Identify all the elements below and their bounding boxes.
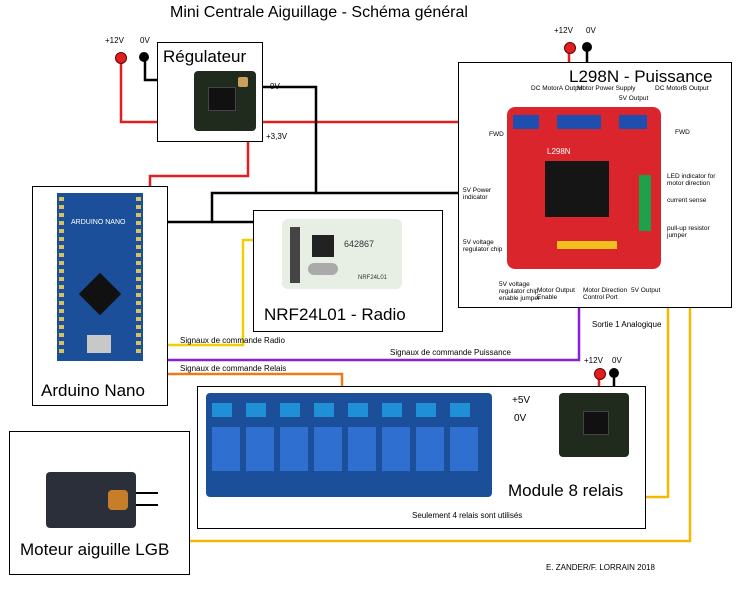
l298n-terminal-12v <box>564 42 576 54</box>
anno-motor-direction: Motor Direction Control Port <box>583 287 628 301</box>
relay-12v-label: +12V <box>584 356 603 365</box>
regulator-label: Régulateur <box>163 47 247 66</box>
l298n-0v-label: 0V <box>586 26 596 35</box>
l298n-terminal-a <box>513 115 539 129</box>
signal-relay-label: Signaux de commande Relais <box>180 364 287 373</box>
regulator-chip <box>208 87 236 111</box>
motor-box: Moteur aiguille LGB <box>9 431 190 575</box>
relay-regulator-chip <box>583 411 609 435</box>
wire-33v-regulator-to-nano <box>148 130 250 188</box>
anno-pullup: pull-up resistor jumper <box>667 225 710 239</box>
anno-reg-enable: 5V voltage regulator chip enable jumper <box>499 281 541 302</box>
anno-current-sense: current sense <box>667 197 707 204</box>
nrf-board-text: NRF24L01 <box>358 275 388 281</box>
wire-0v-to-nano <box>168 191 316 224</box>
motor-contacts <box>108 490 128 510</box>
regulator-0v-label: 0V <box>140 36 150 45</box>
regulator-0v-out-label: 0V <box>270 82 280 91</box>
wires-12v <box>119 58 458 188</box>
arduino-pins-right <box>136 197 141 357</box>
relay-box: Module 8 relais Seulement 4 relais sont … <box>197 386 646 529</box>
signal-radio-label: Signaux de commande Radio <box>180 336 285 345</box>
nrf-crystal <box>308 263 338 275</box>
relay-note: Seulement 4 relais sont utilisés <box>412 511 523 520</box>
wire-radio-signal <box>168 238 255 347</box>
arduino-label: Arduino Nano <box>41 381 145 400</box>
arduino-mcu <box>78 272 122 316</box>
l298n-heatsink <box>545 161 609 217</box>
wires-0v <box>143 58 458 224</box>
l298n-label: L298N - Puissance <box>569 67 713 86</box>
wire-12v-regulator-to-l298n <box>119 58 458 124</box>
wire-power-signal <box>168 308 581 362</box>
arduino-pins-left <box>59 197 64 357</box>
l298n-terminal-0v <box>582 42 592 52</box>
anno-power-indicator: 5V Power indicator <box>463 187 492 201</box>
nrf-label: NRF24L01 - Radio <box>264 305 406 324</box>
terminal-0v <box>139 52 149 62</box>
regulator-33v-out-label: +3,3V <box>266 132 288 141</box>
l298n-12v-label: +12V <box>554 26 573 35</box>
wires-motor <box>190 308 692 543</box>
anno-led-indicator: LED indicator for motor direction <box>667 173 716 187</box>
l298n-terminal-power <box>557 115 601 129</box>
nrf-chip-text: 642867 <box>344 239 375 249</box>
arduino-usb <box>87 335 111 353</box>
nrf-box: 642867 NRF24L01 NRF24L01 - Radio <box>253 210 443 332</box>
arduino-pcb-image: ARDUINO NANO <box>57 193 143 361</box>
diagram-title: Mini Centrale Aiguillage - Schéma généra… <box>170 4 468 21</box>
l298n-box: L298N - Puissance L298N DC MotorA Output… <box>458 62 732 308</box>
relay-blocks <box>212 427 484 471</box>
anno-dc-motor-b: DC MotorB Output <box>655 85 709 92</box>
motor-image <box>46 472 136 528</box>
l298n-terminal-b <box>619 115 647 129</box>
relay-label: Module 8 relais <box>508 481 624 500</box>
relay-terminals <box>212 403 484 417</box>
nrf-chip <box>312 235 334 257</box>
anno-fwd-left: FWD <box>489 131 504 138</box>
motor-wire-a <box>136 492 158 494</box>
arduino-box: ARDUINO NANO Arduino Nano <box>32 186 168 406</box>
motor-wire-b <box>136 504 158 506</box>
signal-power-label: Signaux de commande Puissance <box>390 348 511 357</box>
credit: E. ZANDER/F. LORRAIN 2018 <box>546 563 655 572</box>
wire-l298n-to-relay <box>646 308 670 499</box>
anno-dc-motor-a: DC MotorA Output <box>531 85 585 92</box>
relay-regulator-image <box>559 393 629 457</box>
regulator-12v-label: +12V <box>105 36 124 45</box>
wire-relay-signal <box>168 372 344 386</box>
l298n-header-pins <box>557 241 617 249</box>
l298n-board-text: L298N <box>547 147 571 156</box>
relay-0v-top-label: 0V <box>612 356 622 365</box>
regulator-box: Régulateur <box>157 42 263 142</box>
terminal-12v <box>115 52 127 64</box>
relay-0v-label: 0V <box>514 413 527 424</box>
l298n-output-label: Sortie 1 Analogique <box>592 320 662 329</box>
anno-reg-chip: 5V voltage regulator chip <box>463 239 503 253</box>
l298n-pcb-image: L298N <box>507 107 661 269</box>
motor-label: Moteur aiguille LGB <box>20 540 170 559</box>
nrf-pcb-image: 642867 NRF24L01 <box>282 219 402 289</box>
relay-5v-label: +5V <box>512 395 531 406</box>
anno-motor-output-enable: Motor Output Enable <box>537 287 575 301</box>
nrf-pins <box>290 227 300 283</box>
wire-0v-regulator-to-l298n <box>260 85 458 195</box>
relay-terminal-0v <box>609 368 619 378</box>
anno-5v-output-top: 5V Output <box>619 95 649 102</box>
wire-l298n-to-motor <box>190 308 692 543</box>
l298n-jumpers <box>639 175 651 231</box>
relay-pcb-image <box>206 393 492 497</box>
regulator-pcb-image <box>194 71 256 131</box>
anno-fwd-right: FWD <box>675 129 690 136</box>
relay-terminal-12v <box>594 368 606 380</box>
anno-5v-output-bottom: 5V Output <box>631 287 661 294</box>
regulator-pot <box>238 77 248 87</box>
anno-motor-power: Motor Power Supply <box>577 85 636 92</box>
arduino-board-text: ARDUINO NANO <box>71 219 126 226</box>
